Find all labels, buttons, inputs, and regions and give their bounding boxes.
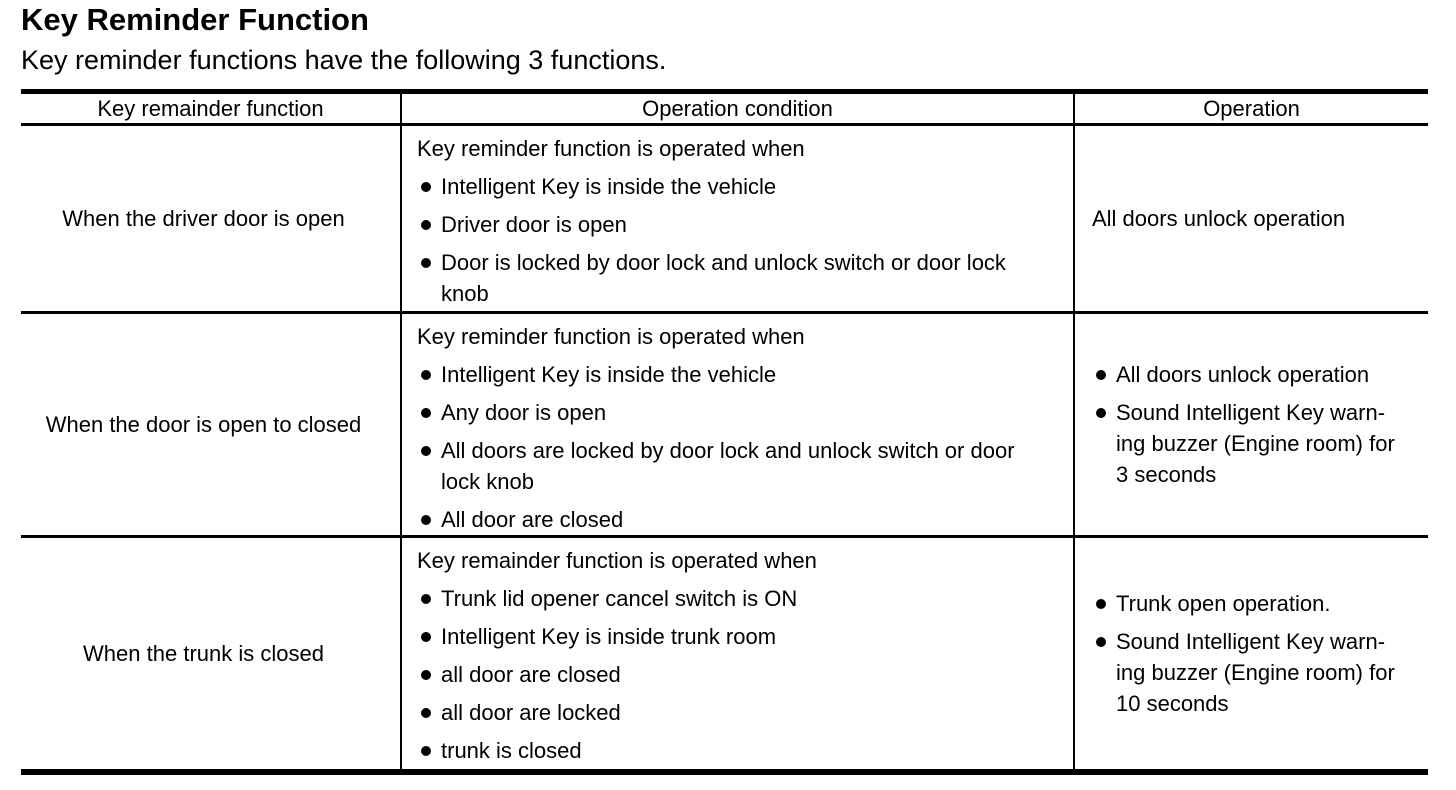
condition-item: Intelligent Key is inside the vehicle [417, 359, 1065, 390]
function-label: When the driver door is open [62, 206, 345, 231]
operation-cell: All doors unlock operation Sound Intelli… [1073, 312, 1428, 537]
condition-text: Intelligent Key is inside the vehicle [441, 362, 777, 387]
condition-text: Intelligent Key is inside the vehicle [441, 174, 777, 199]
condition-intro: Key reminder function is operated when [417, 136, 805, 161]
operation-text: All doors unlock operation [1092, 206, 1346, 231]
operation-cell: Trunk open operation. Sound Intelligent … [1073, 536, 1428, 772]
bullet-icon [421, 515, 431, 525]
condition-text: Any door is open [441, 400, 607, 425]
condition-item: All doors are locked by door lock and un… [417, 435, 1065, 497]
bullet-icon [421, 746, 431, 756]
bullet-icon [1096, 598, 1106, 609]
bullet-icon [421, 370, 431, 380]
condition-item: Trunk lid opener cancel switch is ON [417, 583, 1065, 614]
column-header-operation-condition: Operation condition [400, 91, 1074, 125]
page-title: Key Reminder Function [21, 2, 369, 37]
operation-text: Sound Intelligent Key warn- ing buzzer (… [1116, 400, 1395, 487]
condition-intro: Key reminder function is operated when [417, 324, 805, 349]
bullet-icon [421, 594, 431, 604]
condition-text: trunk is closed [441, 738, 582, 763]
table-row-driver-door-open: When the driver door is open Key reminde… [21, 124, 1428, 313]
condition-item: trunk is closed [417, 735, 1065, 766]
bullet-icon [1096, 408, 1106, 418]
table-header-row: Key remainder function Operation conditi… [21, 91, 1428, 125]
bullet-icon [421, 708, 431, 718]
operation-condition-cell: Key reminder function is operated when I… [400, 312, 1074, 537]
operation-item: Trunk open operation. [1092, 588, 1422, 619]
function-cell: When the trunk is closed [21, 537, 401, 772]
condition-text: All doors are locked by door lock and un… [441, 438, 1015, 494]
condition-text: Driver door is open [441, 212, 627, 237]
condition-intro: Key remainder function is operated when [417, 548, 817, 573]
operation-condition-cell: Key remainder function is operated when … [400, 536, 1074, 772]
bullet-icon [421, 258, 431, 268]
condition-text: all door are locked [441, 700, 621, 725]
bullet-icon [1096, 636, 1106, 647]
condition-item: Intelligent Key is inside the vehicle [417, 171, 1065, 202]
condition-item: all door are closed [417, 659, 1065, 690]
table-row-door-open-to-closed: When the door is open to closed Key remi… [21, 312, 1428, 537]
condition-text: all door are closed [441, 662, 621, 687]
bullet-icon [421, 670, 431, 680]
page-subtitle: Key reminder functions have the followin… [21, 45, 667, 75]
condition-item: all door are locked [417, 697, 1065, 728]
condition-item: Any door is open [417, 397, 1065, 428]
bullet-icon [421, 408, 431, 418]
operation-item: Sound Intelligent Key warn- ing buzzer (… [1092, 397, 1422, 490]
condition-text: All door are closed [441, 507, 624, 532]
operation-item: Sound Intelligent Key warn- ing buzzer (… [1092, 626, 1422, 719]
operation-text: Trunk open operation. [1116, 590, 1331, 616]
condition-text: Trunk lid opener cancel switch is ON [441, 586, 798, 611]
bullet-icon [1096, 370, 1106, 380]
condition-item: All door are closed [417, 504, 1065, 535]
bullet-icon [421, 632, 431, 642]
bullet-icon [421, 220, 431, 230]
operation-condition-cell: Key reminder function is operated when I… [400, 124, 1074, 313]
operation-item: All doors unlock operation [1092, 359, 1422, 390]
function-label: When the trunk is closed [83, 640, 324, 666]
operation-text: Sound Intelligent Key warn- ing buzzer (… [1116, 628, 1395, 716]
condition-item: Intelligent Key is inside trunk room [417, 621, 1065, 652]
table-row-trunk-closed: When the trunk is closed Key remainder f… [21, 536, 1428, 772]
key-reminder-table: Key remainder function Operation conditi… [21, 89, 1428, 775]
condition-text: Intelligent Key is inside trunk room [441, 624, 777, 649]
condition-text: Door is locked by door lock and unlock s… [441, 250, 1006, 306]
column-header-function: Key remainder function [97, 95, 324, 121]
function-label: When the door is open to closed [45, 412, 362, 437]
condition-item: Door is locked by door lock and unlock s… [417, 247, 1065, 309]
column-header-operation: Operation [1073, 91, 1428, 125]
condition-item: Driver door is open [417, 209, 1065, 240]
function-cell: When the door is open to closed [21, 313, 401, 537]
bullet-icon [421, 446, 431, 456]
function-cell: When the driver door is open [21, 125, 401, 313]
operation-text: All doors unlock operation [1116, 362, 1370, 387]
bullet-icon [421, 182, 431, 192]
operation-cell: All doors unlock operation [1073, 124, 1428, 313]
